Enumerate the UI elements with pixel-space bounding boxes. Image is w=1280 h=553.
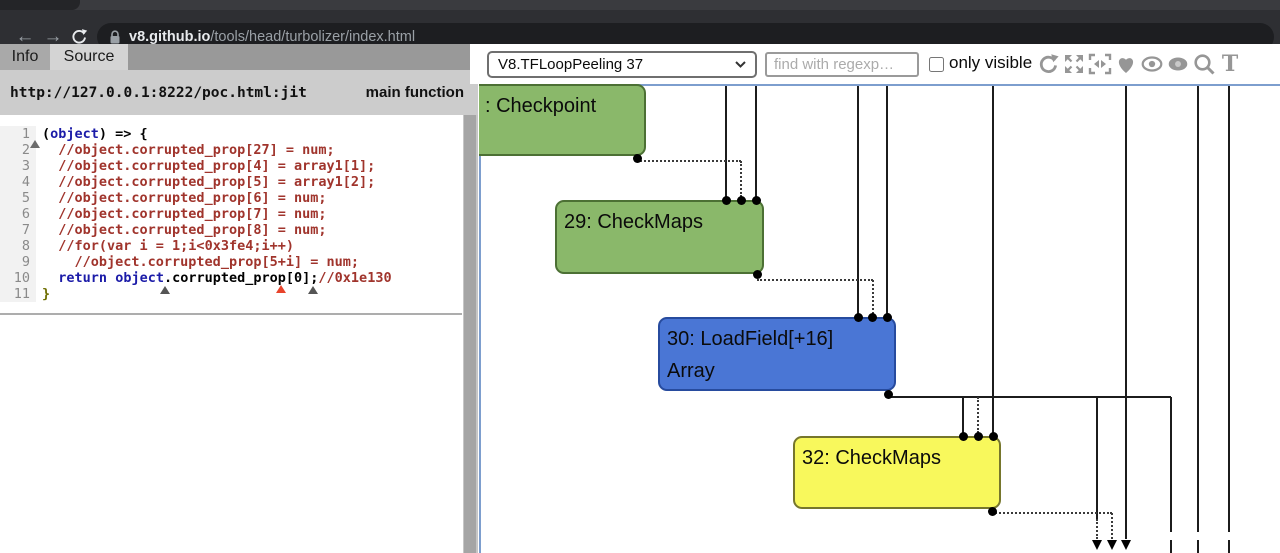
graph-edge [886,396,1171,398]
source-url-label: http://127.0.0.1:8222/poc.html:jit [10,85,307,101]
browser-tabstrip [0,0,1280,10]
code-line: 6 //object.corrupted_prop[7] = num; [0,206,462,222]
graph-edge [1125,86,1127,539]
code-line: 11} [0,286,462,302]
node-port [854,313,863,322]
graph-edge [637,160,741,162]
source-header: http://127.0.0.1:8222/poc.html:jit main … [0,70,478,115]
function-label: main function [366,84,464,101]
phase-select[interactable]: V8.TFLoopPeeling 37 [487,51,757,78]
source-scrollbar[interactable] [463,115,478,553]
graph-edge [1197,540,1199,553]
graph-edge [1170,540,1172,553]
graph-node-label: 30: LoadField[+16] [667,323,887,355]
graph-edge [755,86,757,197]
node-port [989,432,998,441]
graph-node-29-checkmaps[interactable]: 29: CheckMaps [555,200,764,274]
graph-edge [1096,519,1098,539]
graph-edge [757,279,873,281]
browser-toolbar: ← → v8.github.io/tools/head/turbolizer/i… [0,10,1280,44]
graph-node-sublabel: Array [667,355,887,387]
expand-all-icon[interactable] [1061,50,1087,78]
hide-unselected-icon[interactable] [1139,50,1165,78]
node-port [868,313,877,322]
code-line: 4 //object.corrupted_prop[5] = array1[2]… [0,174,462,190]
toolbar-icons: T [1035,50,1243,78]
code-line: 5 //object.corrupted_prop[6] = num; [0,190,462,206]
search-input[interactable] [765,52,919,77]
graph-toolbar: V8.TFLoopPeeling 37 only visible [470,44,1280,84]
code-line: 8 //for(var i = 1;i<0x3fe4;i++) [0,238,462,254]
code-position-marker[interactable] [276,285,286,293]
toggle-types-icon[interactable]: T [1217,50,1243,78]
node-port [722,196,731,205]
graph-edge [886,86,888,314]
graph-node-label: 29: CheckMaps [564,206,755,238]
lock-icon [109,30,121,45]
node-port [752,196,761,205]
code-position-marker[interactable] [160,286,170,294]
node-port [974,432,983,441]
edge-arrowhead [1121,540,1131,550]
graph-edge [1170,397,1172,532]
node-port [633,154,642,163]
node-port [988,507,997,516]
graph-node-30-loadfield[interactable]: 30: LoadField[+16]Array [658,317,896,391]
graph-edge [992,512,1112,514]
zoom-fit-icon[interactable] [1087,50,1113,78]
graph-edge [1111,513,1113,539]
graph-node-label: : Checkpoint [485,90,637,122]
graph-edge [1096,397,1098,519]
zoom-selection-icon[interactable] [1191,50,1217,78]
code-line: 1(object) => { [0,126,462,142]
code-line: 10 return object.corrupted_prop[0];//0x1… [0,270,462,286]
left-panel-tabbar: Info Source [0,44,470,70]
code-lines: 1(object) => {2 //object.corrupted_prop[… [0,126,462,302]
graph-edge [992,86,994,433]
source-code-view[interactable]: 1(object) => {2 //object.corrupted_prop[… [0,115,462,315]
graph-view[interactable]: : Checkpoint 29: CheckMaps 30: LoadField[+… [479,84,1280,553]
phase-select-value: V8.TFLoopPeeling 37 [498,56,643,73]
node-port [737,196,746,205]
graph-edge [1228,540,1230,553]
source-scrollbar-thumb[interactable] [464,115,476,553]
only-visible-checkbox[interactable] [929,57,944,72]
code-position-marker[interactable] [30,140,40,148]
graph-node-checkpoint[interactable]: : Checkpoint [479,84,646,156]
graph-edge [740,161,742,197]
code-line: 9 //object.corrupted_prop[5+i] = num; [0,254,462,270]
toggle-hide-dead-icon[interactable] [1113,50,1139,78]
graph-edge [1228,86,1230,532]
edge-arrowhead [1107,540,1117,550]
graph-node-label: 32: CheckMaps [802,442,992,474]
tab-info[interactable]: Info [0,44,50,70]
edge-arrowhead [1092,540,1102,550]
graph-edge [1197,86,1199,532]
graph-edge [872,280,874,314]
url-text: v8.github.io/tools/head/turbolizer/index… [129,29,415,45]
graph-node-32-checkmaps[interactable]: 32: CheckMaps [793,436,1001,509]
graph-edge [962,397,964,433]
graph-edge [977,397,979,433]
graph-edge [725,86,727,197]
node-port [884,390,893,399]
hide-selected-icon[interactable] [1165,50,1191,78]
code-line: 7 //object.corrupted_prop[8] = num; [0,222,462,238]
code-line: 3 //object.corrupted_prop[4] = array1[1]… [0,158,462,174]
node-port [959,432,968,441]
code-line: 2 //object.corrupted_prop[27] = num; [0,142,462,158]
only-visible-label: only visible [949,53,1032,73]
code-position-marker[interactable] [308,286,318,294]
node-port [753,270,762,279]
node-port [883,313,892,322]
chevron-down-icon [735,61,746,68]
browser-active-tab[interactable] [0,0,80,10]
relayout-icon[interactable] [1035,50,1061,78]
tab-source[interactable]: Source [50,44,128,70]
